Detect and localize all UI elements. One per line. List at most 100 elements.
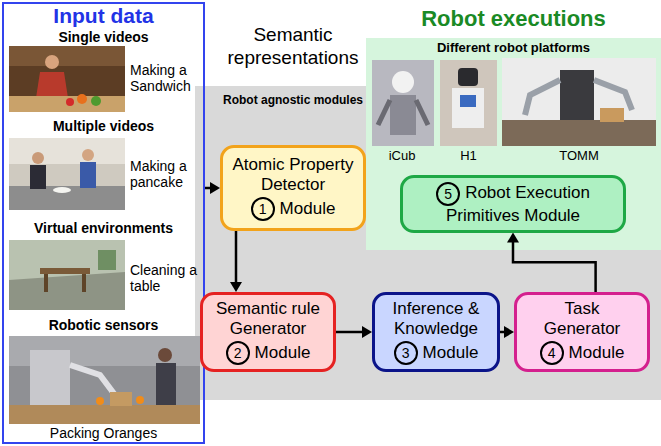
photo-ground bbox=[9, 336, 200, 424]
text-slot: Making a Sandwich bbox=[130, 62, 202, 94]
robot-name: iCub bbox=[370, 149, 434, 164]
robot-head bbox=[458, 68, 478, 86]
module-name: Semantic rule Generator bbox=[208, 299, 328, 338]
photo-ground bbox=[9, 138, 125, 210]
caption: Making a pancake bbox=[130, 158, 202, 190]
sandwich-photo bbox=[9, 46, 125, 112]
caption: Cleaning a table bbox=[130, 262, 203, 294]
orange bbox=[136, 396, 144, 404]
robot-name: H1 bbox=[438, 149, 499, 164]
table bbox=[502, 120, 656, 146]
panel-title: Robot executions bbox=[366, 6, 661, 31]
input-panel: Input dataSingle videosMaking a Sandwich… bbox=[2, 2, 205, 444]
box bbox=[110, 392, 132, 406]
module-row: 3Module bbox=[380, 341, 492, 365]
module-word: Module bbox=[255, 343, 311, 363]
connector-line bbox=[235, 231, 238, 283]
orange bbox=[96, 397, 104, 405]
robot-panel: Robot executionsDifferent robot platform… bbox=[366, 38, 661, 250]
module-word: Module bbox=[569, 343, 625, 363]
robot-arms bbox=[378, 100, 428, 125]
robot-body bbox=[452, 88, 484, 128]
panel-title: Input data bbox=[4, 4, 203, 28]
connector-arrow bbox=[205, 182, 220, 194]
robot-body bbox=[560, 70, 594, 120]
module-word: Module bbox=[423, 343, 479, 363]
region-label: Robot agnostic modules bbox=[218, 94, 368, 108]
module-box: Inference & Knowledge3Module bbox=[372, 292, 500, 372]
connector-arrow bbox=[500, 326, 514, 338]
table-leg bbox=[44, 274, 48, 292]
arrowhead bbox=[507, 233, 519, 243]
section-heading: Robotic sensors bbox=[4, 317, 203, 333]
robot-sensor-photo bbox=[9, 336, 200, 424]
arrowhead bbox=[230, 282, 242, 292]
section-heading: Single videos bbox=[4, 29, 203, 45]
person-body bbox=[36, 72, 68, 98]
text-slot: iCub bbox=[370, 149, 434, 164]
module-box: Atomic Property Detector1Module bbox=[220, 145, 366, 231]
text-slot: Robot agnostic modules bbox=[218, 94, 368, 108]
module-name: Robot Execution Primitives Module bbox=[446, 183, 590, 225]
section-heading: Different robot platforms bbox=[366, 41, 661, 56]
text-slot: Input data bbox=[4, 4, 203, 28]
text-slot: Robotic sensors bbox=[4, 317, 203, 333]
icub-photo bbox=[372, 60, 434, 146]
section-heading: Multiple videos bbox=[4, 118, 203, 134]
wall bbox=[9, 138, 125, 164]
text-slot: Single videos bbox=[4, 29, 203, 45]
table bbox=[9, 96, 125, 112]
robot-name: TOMM bbox=[502, 149, 656, 164]
arrowhead bbox=[362, 326, 372, 338]
floor bbox=[9, 272, 125, 310]
person-head bbox=[82, 149, 94, 161]
connector-arrow bbox=[507, 233, 596, 292]
robot-chest bbox=[460, 95, 476, 107]
pancake-photo bbox=[9, 138, 125, 210]
table bbox=[9, 405, 200, 424]
section-heading: Virtual environments bbox=[4, 220, 203, 236]
module-row: 5Robot Execution Primitives Module bbox=[408, 182, 618, 226]
module-name: Task Generator bbox=[532, 299, 632, 338]
green-panel-fill bbox=[366, 38, 661, 250]
table-leg bbox=[82, 274, 86, 292]
cabinet bbox=[9, 46, 125, 66]
shelf bbox=[98, 250, 116, 270]
connector-line bbox=[336, 331, 363, 334]
module-word: Module bbox=[280, 199, 336, 219]
caption: Packing Oranges bbox=[4, 425, 203, 441]
module-region: Semantic representationsRobot agnostic m… bbox=[195, 86, 661, 400]
photo-ground bbox=[502, 58, 656, 146]
photo-ground bbox=[9, 240, 125, 310]
callout-number: 5 bbox=[436, 182, 460, 206]
counter bbox=[9, 186, 125, 210]
text-slot: Robot executions bbox=[366, 6, 661, 31]
callout-number: 3 bbox=[394, 341, 418, 365]
connector-arrow bbox=[230, 231, 242, 292]
photo-ground bbox=[372, 60, 434, 146]
arrowhead bbox=[210, 182, 220, 194]
person-head bbox=[45, 55, 59, 69]
callout-number: 2 bbox=[226, 341, 250, 365]
box bbox=[600, 108, 624, 122]
food bbox=[66, 98, 74, 106]
robot-body bbox=[390, 95, 416, 135]
photo-ground bbox=[440, 60, 497, 146]
robot-body bbox=[30, 350, 70, 405]
connector-arrow bbox=[336, 326, 372, 338]
virtual-scene bbox=[9, 240, 125, 310]
text-slot: Different robot platforms bbox=[366, 41, 661, 56]
text-slot: Packing Oranges bbox=[4, 425, 203, 441]
person-body bbox=[30, 165, 46, 189]
person-head bbox=[32, 152, 44, 164]
text-slot: H1 bbox=[438, 149, 499, 164]
food bbox=[77, 94, 87, 104]
callout-number: 4 bbox=[540, 341, 564, 365]
text-slot: Semantic representations bbox=[220, 24, 366, 70]
module-box: 5Robot Execution Primitives Module bbox=[400, 175, 626, 233]
person-body bbox=[80, 162, 96, 188]
text-slot: Virtual environments bbox=[4, 220, 203, 236]
caption: Making a Sandwich bbox=[130, 62, 202, 94]
photo-ground bbox=[9, 46, 125, 112]
